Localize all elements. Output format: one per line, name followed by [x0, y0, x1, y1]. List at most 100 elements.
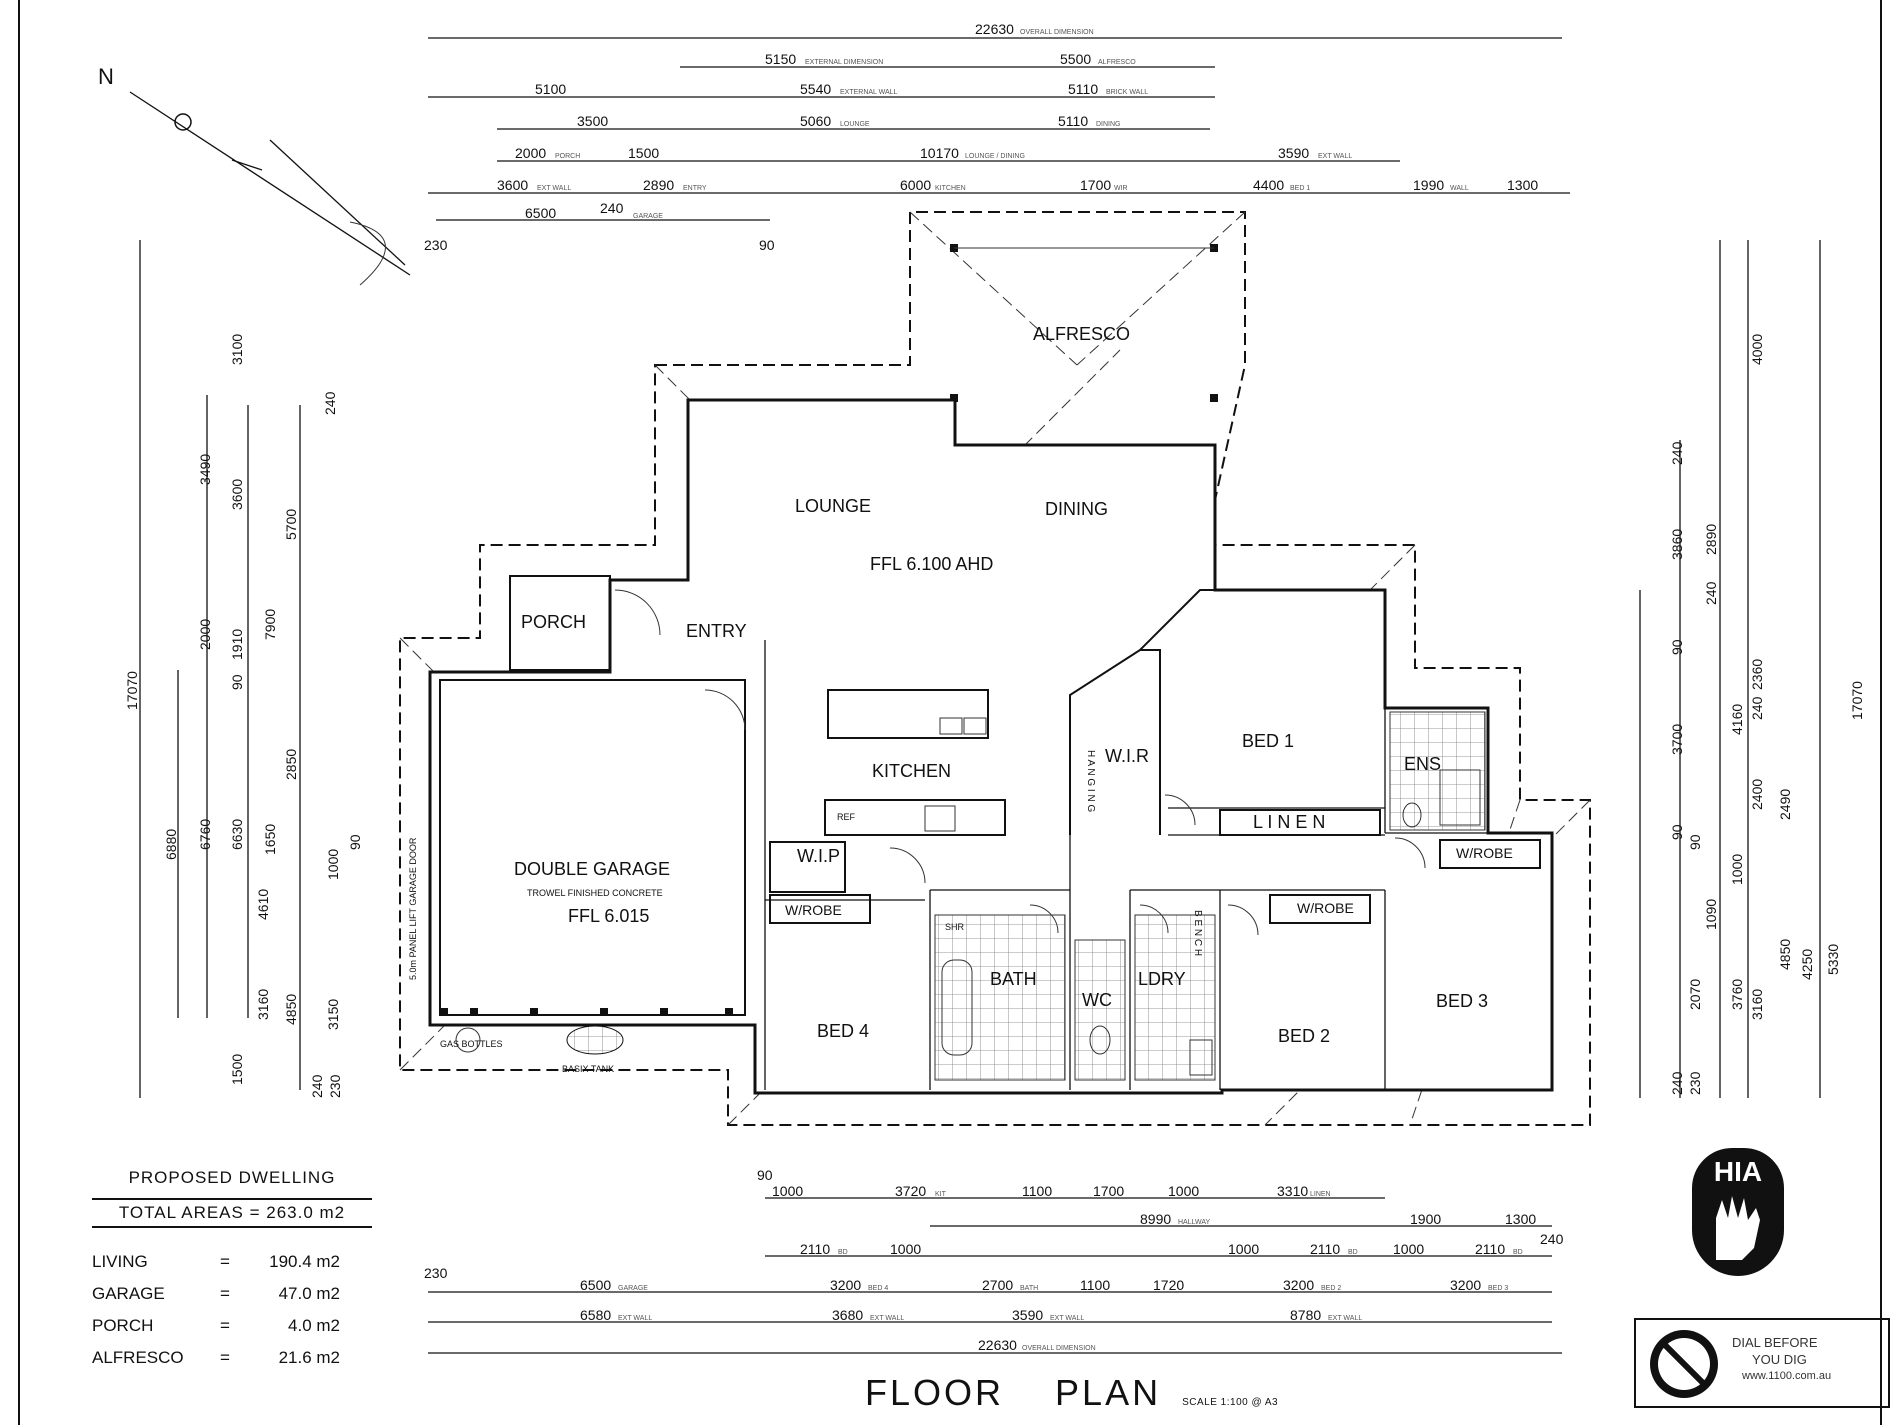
area-row: ALFRESCO=21.6 m2: [92, 1348, 340, 1367]
svg-text:BED 4: BED 4: [868, 1285, 888, 1292]
dim-bottom: 1000: [1393, 1241, 1424, 1257]
svg-text:2890: 2890: [1703, 524, 1719, 555]
dim-top: 1300: [1507, 177, 1538, 193]
dim-top: 5110: [1068, 81, 1098, 97]
svg-text:EXT WALL: EXT WALL: [1050, 1315, 1084, 1322]
gas-bottles: GAS BOTTLES: [440, 1039, 503, 1049]
dim-top: 6000: [900, 177, 931, 193]
svg-text:17070: 17070: [1849, 681, 1865, 720]
ldry-bench: B E N C H: [1192, 910, 1203, 956]
wir-hanging: H A N G I N G: [1085, 750, 1096, 812]
dim-bottom: 6580: [580, 1307, 611, 1323]
bath-shr: SHR: [945, 922, 965, 932]
dim-top: 5540: [800, 81, 831, 97]
svg-text:90: 90: [1687, 834, 1703, 850]
drawing-title: FLOOR PLAN SCALE 1:100 @ A3: [865, 1372, 1278, 1414]
svg-text:EXT WALL: EXT WALL: [870, 1315, 904, 1322]
area-row: PORCH=4.0 m2: [92, 1316, 340, 1335]
garage-door-note: 5.0m PANEL LIFT GARAGE DOOR: [408, 837, 418, 980]
svg-text:4610: 4610: [255, 889, 271, 920]
svg-text:EXT WALL: EXT WALL: [1318, 153, 1352, 160]
svg-text:4850: 4850: [283, 994, 299, 1025]
svg-text:2400: 2400: [1749, 779, 1765, 810]
dim-top: 230: [424, 237, 448, 253]
svg-text:OVERALL DIMENSION: OVERALL DIMENSION: [1020, 29, 1094, 36]
svg-text:240: 240: [1669, 1071, 1685, 1095]
svg-text:2000: 2000: [197, 619, 213, 650]
wrobe-bed2: W/ROBE: [1297, 900, 1354, 916]
room-ldry: LDRY: [1138, 969, 1186, 989]
svg-text:3160: 3160: [255, 989, 271, 1020]
ffl-main: FFL 6.100 AHD: [870, 554, 993, 574]
svg-text:KIT: KIT: [935, 1191, 947, 1198]
svg-text:LINEN: LINEN: [1310, 1191, 1331, 1198]
svg-text:LOUNGE / DINING: LOUNGE / DINING: [965, 153, 1025, 160]
svg-text:PORCH: PORCH: [555, 153, 580, 160]
svg-text:230: 230: [327, 1074, 343, 1098]
svg-text:1910: 1910: [229, 629, 245, 660]
svg-text:HALLWAY: HALLWAY: [1178, 1219, 1210, 1226]
room-wip: W.I.P: [797, 846, 840, 866]
garage-note: TROWEL FINISHED CONCRETE: [527, 888, 663, 898]
dim-bottom: 3590: [1012, 1307, 1043, 1323]
svg-text:EXT WALL: EXT WALL: [618, 1315, 652, 1322]
svg-text:OVERALL DIMENSION: OVERALL DIMENSION: [1022, 1345, 1096, 1352]
svg-text:240: 240: [1703, 581, 1719, 605]
room-labels: ALFRESCO LOUNGE DINING FFL 6.100 AHD POR…: [408, 324, 1513, 1074]
svg-text:7900: 7900: [262, 609, 278, 640]
dbyd-line2: YOU DIG: [1752, 1352, 1807, 1367]
kitchen-ref: REF: [837, 812, 856, 822]
room-porch: PORCH: [521, 612, 586, 632]
svg-text:ALFRESCO: ALFRESCO: [1098, 59, 1136, 66]
room-entry: ENTRY: [686, 621, 747, 641]
svg-text:EXT WALL: EXT WALL: [1328, 1315, 1362, 1322]
svg-text:5700: 5700: [283, 509, 299, 540]
dimensions-top: 22630 OVERALL DIMENSION 5150 EXTERNAL DI…: [424, 21, 1570, 253]
svg-text:DINING: DINING: [1096, 121, 1121, 128]
dim-top: 10170: [920, 145, 959, 161]
dim-bottom: 1000: [772, 1183, 803, 1199]
svg-text:2360: 2360: [1749, 659, 1765, 690]
title-word-floor: FLOOR: [865, 1372, 1005, 1413]
svg-text:230: 230: [1687, 1071, 1703, 1095]
svg-text:3760: 3760: [1729, 979, 1745, 1010]
wrobe-bed4: W/ROBE: [785, 902, 842, 918]
area-row: GARAGE=47.0 m2: [92, 1284, 340, 1303]
svg-text:EXT WALL: EXT WALL: [537, 185, 571, 192]
svg-text:4250: 4250: [1799, 949, 1815, 980]
dim-top: 5110: [1058, 113, 1088, 129]
dim-top: 240: [600, 200, 624, 216]
dim-bottom: 3200: [1283, 1277, 1314, 1293]
no-dig-icon: [1650, 1330, 1718, 1398]
dim-top: 22630: [975, 21, 1014, 37]
svg-text:BED 3: BED 3: [1488, 1285, 1508, 1292]
svg-text:LOUNGE: LOUNGE: [840, 121, 870, 128]
room-kitchen: KITCHEN: [872, 761, 951, 781]
walls: [428, 244, 1554, 1095]
svg-text:4000: 4000: [1749, 334, 1765, 365]
room-wc: WC: [1082, 990, 1112, 1010]
dim-top: 1990: [1413, 177, 1444, 193]
svg-text:ENTRY: ENTRY: [683, 185, 707, 192]
dim-top: 5100: [535, 81, 566, 97]
title-word-plan: PLAN: [1055, 1372, 1162, 1413]
page-frame: [18, 0, 1882, 1425]
dim-bottom: 3680: [832, 1307, 863, 1323]
svg-text:1650: 1650: [262, 824, 278, 855]
dim-bottom: 240: [1540, 1231, 1564, 1247]
svg-text:2850: 2850: [283, 749, 299, 780]
dim-top: 5060: [800, 113, 831, 129]
dim-bottom: 1300: [1505, 1211, 1536, 1227]
dim-bottom: 1100: [1022, 1183, 1052, 1199]
svg-text:17070: 17070: [124, 671, 140, 710]
dim-top: 4400: [1253, 177, 1284, 193]
areas-total: TOTAL AREAS = 263.0 m2: [92, 1198, 372, 1228]
dim-bottom: 1000: [890, 1241, 921, 1257]
dim-top: 3590: [1278, 145, 1309, 161]
svg-text:3100: 3100: [229, 334, 245, 365]
svg-text:GARAGE: GARAGE: [633, 213, 663, 220]
dim-bottom: 8780: [1290, 1307, 1321, 1323]
hia-logo-label: HIA: [1713, 1156, 1763, 1187]
svg-text:240: 240: [1749, 696, 1765, 720]
